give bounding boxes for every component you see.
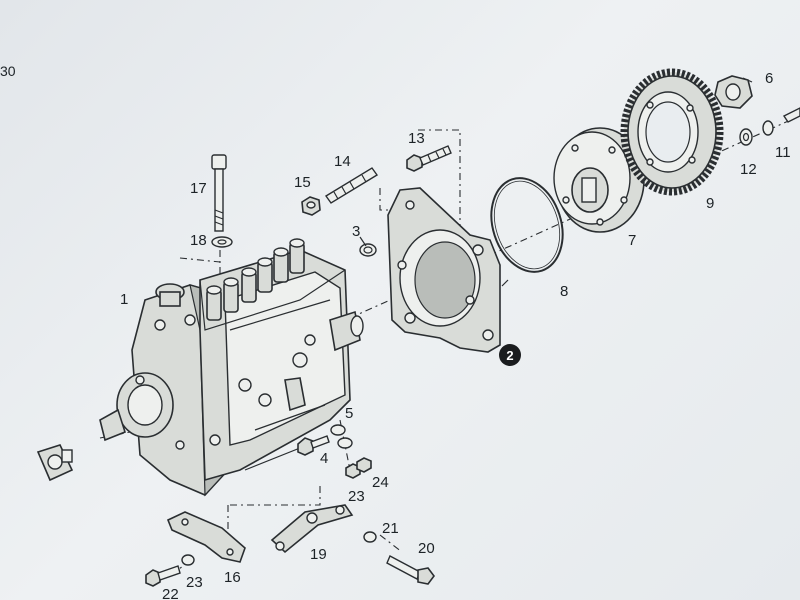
- axis-line-bracket: [227, 485, 321, 545]
- label-13: 13: [408, 130, 425, 147]
- label-23-bottom: 23: [186, 574, 203, 591]
- label-16: 16: [224, 569, 241, 586]
- stud-14: [324, 167, 379, 204]
- axis-line-bolt-17: [179, 250, 221, 280]
- nuts-23-24: [345, 457, 372, 479]
- label-20: 20: [418, 540, 435, 557]
- leader-lines: [359, 77, 753, 287]
- callout-badge-2: 2: [499, 344, 521, 366]
- bracket-16: [166, 511, 246, 563]
- washer-23-bottom: [181, 554, 195, 566]
- label-17: 17: [190, 180, 207, 197]
- axis-line-bolt-20: [379, 534, 403, 553]
- label-24: 24: [372, 474, 389, 491]
- label-6: 6: [765, 70, 773, 87]
- label-18: 18: [190, 232, 207, 249]
- label-19: 19: [310, 546, 327, 563]
- label-8: 8: [560, 283, 568, 300]
- label-3: 3: [352, 223, 360, 240]
- o-ring-3: [359, 243, 377, 257]
- label-23-mid: 23: [348, 488, 365, 505]
- label-5: 5: [345, 405, 353, 422]
- bolt-13: [406, 145, 452, 172]
- flange-plate-2: [387, 187, 501, 353]
- label-21: 21: [382, 520, 399, 537]
- callout-number: 2: [506, 348, 513, 363]
- o-ring-8: [490, 177, 564, 273]
- bolt-17: [211, 154, 227, 232]
- nut-6: [714, 75, 753, 109]
- hub-7: [553, 127, 645, 233]
- nut-15: [301, 196, 321, 216]
- label-1: 1: [120, 291, 128, 308]
- washers-5: [330, 424, 353, 449]
- label-22: 22: [162, 586, 179, 600]
- washer-12: [739, 128, 753, 146]
- label-12: 12: [740, 161, 757, 178]
- injection-pump-1: [99, 238, 364, 497]
- bolt-4: [297, 435, 330, 456]
- label-9: 9: [706, 195, 714, 212]
- label-4: 4: [320, 450, 328, 467]
- bracket-19: [270, 504, 354, 554]
- washer-21: [363, 531, 377, 543]
- washer-18: [211, 236, 233, 248]
- lock-washer-11: [762, 107, 800, 136]
- drive-coupler: [36, 444, 74, 482]
- label-15: 15: [294, 174, 311, 191]
- label-7: 7: [628, 232, 636, 249]
- label-14: 14: [334, 153, 351, 170]
- bolt-22: [145, 565, 181, 587]
- edge-page-number: 30: [0, 63, 16, 79]
- pump-outlets: [206, 238, 305, 321]
- gear-9: [620, 68, 724, 196]
- label-11: 11: [775, 144, 791, 161]
- bolt-20: [386, 555, 435, 585]
